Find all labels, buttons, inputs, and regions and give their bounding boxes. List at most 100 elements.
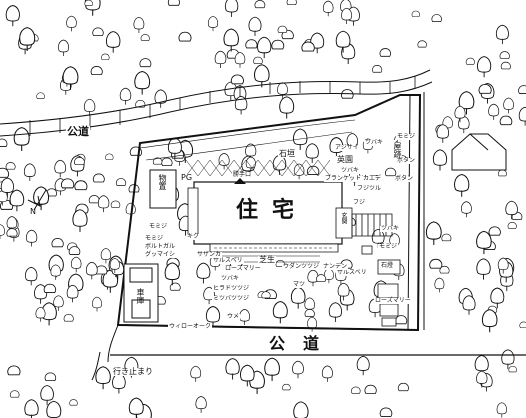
- tree-icon: [465, 57, 475, 65]
- tree-icon: [95, 366, 111, 390]
- tree-icon: [356, 355, 370, 376]
- label-kitchen-door: 勝手口: [232, 171, 253, 178]
- tree-icon: [431, 14, 442, 22]
- label-momiji-4: モミジ: [148, 223, 169, 230]
- label-bottlebrush: ボルトガル: [144, 243, 177, 250]
- tree-icon: [84, 0, 93, 7]
- tree-icon: [139, 58, 152, 68]
- tree-icon: [500, 61, 511, 70]
- label-tsubaki-4: ツバキ: [220, 275, 241, 282]
- tree-icon: [271, 39, 285, 50]
- label-fujitsuru: フジツル: [356, 185, 383, 192]
- tree-icon: [133, 16, 145, 34]
- tree-icon: [69, 399, 78, 406]
- tree-icon: [13, 127, 30, 152]
- tree-icon: [119, 87, 132, 106]
- tree-icon: [476, 230, 492, 255]
- tree-icon: [25, 266, 38, 286]
- tree-icon: [196, 262, 211, 284]
- label-blanket-leaf: ブランケットリーフ: [324, 175, 380, 182]
- tree-icon: [5, 162, 16, 170]
- tree-icon: [54, 159, 67, 178]
- tree-icon: [110, 200, 121, 208]
- tree-icon: [341, 7, 353, 25]
- tree-icon: [304, 309, 315, 317]
- tree-icon: [411, 10, 420, 17]
- tree-icon: [441, 233, 452, 242]
- label-tsubaki-3: ツバキ: [380, 225, 401, 232]
- tree-icon: [503, 97, 514, 114]
- label-rosemary-1: ローズマリー: [224, 265, 262, 272]
- tree-icon: [224, 0, 239, 18]
- tree-icon: [74, 180, 88, 191]
- tree-icon: [254, 0, 266, 9]
- tree-icon: [51, 238, 64, 248]
- tree-icon: [293, 401, 309, 418]
- tree-icon: [88, 195, 100, 204]
- label-matsu: マツ: [292, 281, 307, 288]
- tree-icon: [105, 153, 114, 160]
- tree-icon: [92, 173, 105, 183]
- tree-icon: [519, 321, 526, 329]
- tree-icon: [429, 258, 443, 269]
- label-sarusuberi-1: サルスベリ: [212, 257, 244, 264]
- tree-icon: [454, 174, 470, 198]
- label-tsubaki-1: ツバキ: [340, 167, 361, 174]
- tree-icon: [85, 261, 98, 280]
- storehouse-block: [149, 169, 177, 209]
- label-nanten: ナンテン: [322, 263, 349, 270]
- entrance-block: [335, 207, 393, 239]
- tree-icon: [44, 372, 57, 382]
- tree-icon: [70, 256, 82, 273]
- label-ume: ウメ: [226, 313, 241, 320]
- tree-icon: [436, 124, 450, 144]
- tree-icon: [292, 360, 304, 379]
- tree-icon: [282, 383, 291, 391]
- tree-icon: [164, 262, 180, 286]
- label-storehouse: 物置: [158, 174, 167, 190]
- label-house: 住宅: [236, 198, 309, 223]
- tree-icon: [379, 48, 391, 57]
- tree-icon: [72, 209, 88, 233]
- tree-icon: [488, 226, 501, 236]
- tree-icon: [245, 39, 258, 49]
- label-dead-end: 行き止まり: [112, 367, 154, 376]
- label-botan-1: ボタン: [396, 157, 417, 164]
- tree-icon: [63, 313, 74, 322]
- tree-icon: [306, 165, 320, 176]
- tree-icon: [66, 284, 79, 303]
- tree-icon: [286, 0, 297, 6]
- tree-icon: [439, 265, 450, 274]
- tree-icon: [507, 221, 517, 229]
- label-momiji-1: モミジ: [396, 133, 417, 140]
- tree-icon: [272, 301, 288, 324]
- tree-icon: [497, 169, 507, 177]
- tree-icon: [518, 85, 526, 94]
- tree-icon: [36, 92, 45, 99]
- tree-icon: [50, 264, 61, 281]
- tree-icon: [477, 56, 492, 78]
- tree-icon: [261, 291, 271, 299]
- label-tsubaki-2: ツバキ: [364, 139, 385, 146]
- label-hut-ruins: 小屋跡: [392, 134, 402, 158]
- tree-icon: [481, 309, 498, 333]
- label-willow-oak: ウィローオーク: [168, 323, 213, 330]
- tree-icon: [154, 89, 167, 109]
- tree-icon: [432, 149, 448, 171]
- tree-icon: [0, 224, 5, 240]
- tree-icon: [277, 25, 288, 33]
- tree-icon: [322, 0, 334, 17]
- tree-icon: [92, 296, 102, 312]
- tree-icon: [508, 365, 517, 373]
- tree-icon: [372, 65, 383, 73]
- tree-icon: [395, 315, 408, 325]
- tree-icon: [25, 229, 38, 247]
- tree-icon: [178, 31, 192, 42]
- label-entrance: 玄関: [340, 212, 347, 224]
- tree-icon: [518, 106, 526, 127]
- tree-icon: [167, 0, 180, 6]
- tree-icon: [101, 53, 110, 60]
- tree-icon: [490, 287, 505, 309]
- tree-icon: [417, 40, 427, 48]
- tree-icon: [115, 178, 127, 186]
